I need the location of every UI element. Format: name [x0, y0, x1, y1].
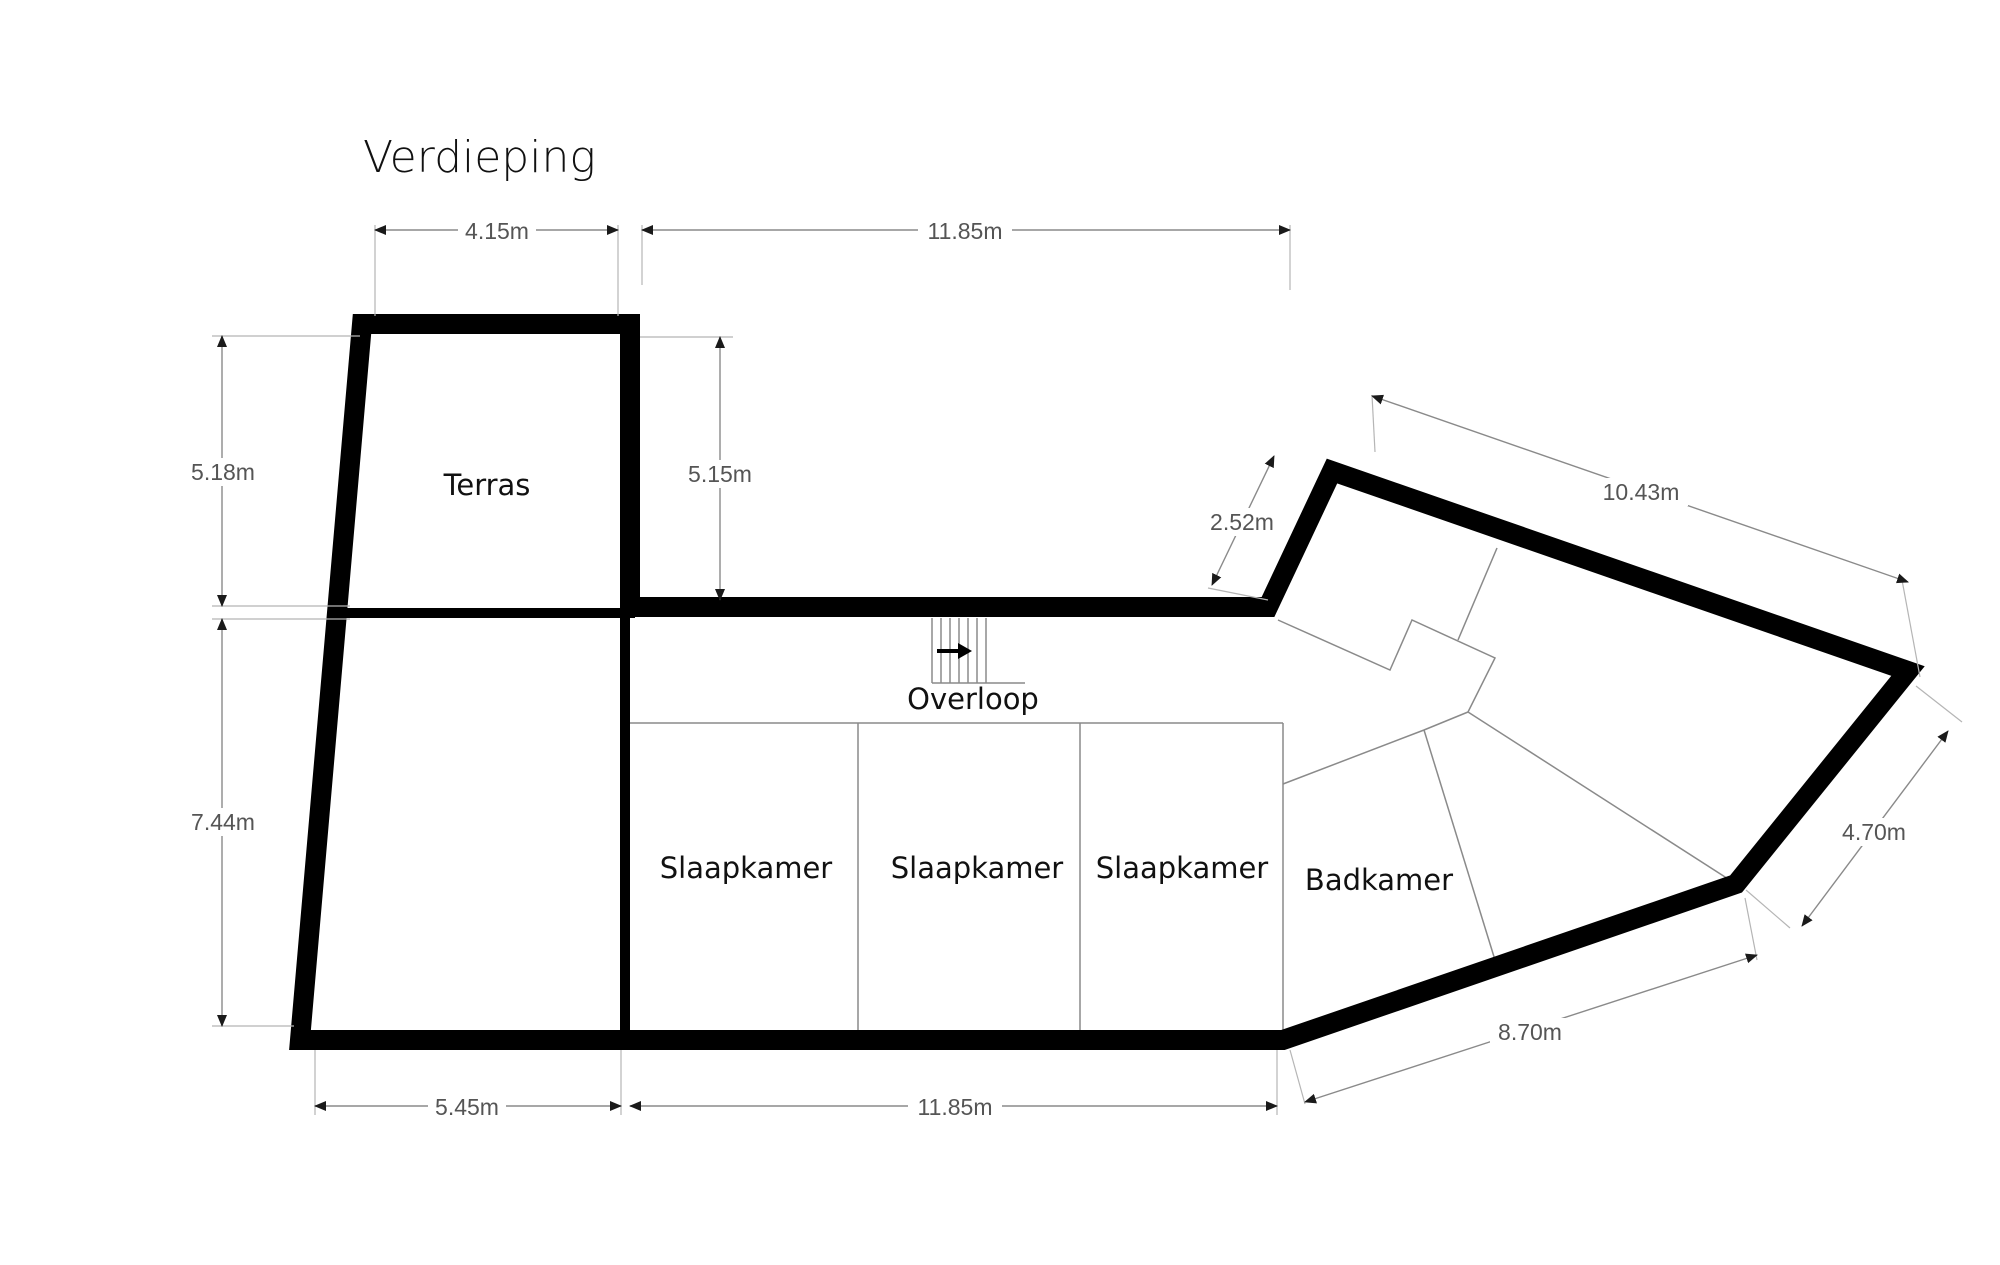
walls [289, 314, 1925, 1050]
room-overloop: Overloop [907, 682, 1039, 716]
dimension-angled-right: 4.70m [1842, 819, 1906, 845]
arrow-right-icon [937, 643, 972, 659]
dimension-labels: 4.15m 11.85m 5.18m 5.15m 7.44m 5.45m 11.… [186, 218, 1916, 1120]
dimension-angled-top: 10.43m [1603, 479, 1680, 505]
room-terras: Terras [443, 468, 531, 502]
page-title: Verdieping [363, 132, 596, 183]
room-slaapkamer-2: Slaapkamer [891, 851, 1064, 885]
room-badkamer: Badkamer [1305, 863, 1453, 897]
extension-lines [212, 225, 1963, 1115]
room-labels: Terras Overloop Slaapkamer Slaapkamer Sl… [443, 468, 1454, 897]
dimension-top-middle: 11.85m [927, 218, 1002, 244]
room-slaapkamer-1: Slaapkamer [660, 851, 833, 885]
dimension-terras-left: 5.18m [191, 459, 255, 485]
interior-partitions [628, 547, 1737, 1030]
dimension-top-left: 4.15m [465, 218, 529, 244]
dimension-terras-right: 5.15m [688, 461, 752, 487]
room-slaapkamer-3: Slaapkamer [1096, 851, 1269, 885]
dimension-bottom-middle: 11.85m [917, 1094, 992, 1120]
dimension-lines [217, 225, 1949, 1111]
dimension-lower-left: 7.44m [191, 809, 255, 835]
dimension-bottom-left: 5.45m [435, 1094, 499, 1120]
dimension-angled-bottom: 8.70m [1498, 1019, 1562, 1045]
dimension-angled-short: 2.52m [1210, 509, 1274, 535]
